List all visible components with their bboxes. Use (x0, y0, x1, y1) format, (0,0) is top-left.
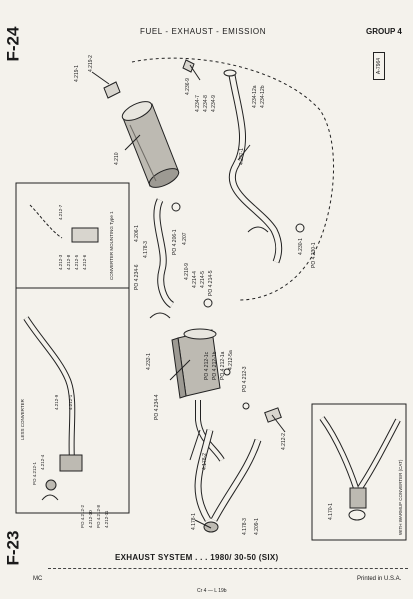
part-label: 4.212-7 (58, 204, 63, 220)
clamp-3 (295, 223, 305, 233)
part-label: 4.234-8 (203, 95, 209, 112)
part-label: 4.236-9 (185, 78, 191, 95)
part-label: PO 4.212-2 (80, 504, 85, 528)
part-label: PO 4.206-1 (172, 229, 178, 255)
part-label: 4.212-6 (82, 254, 87, 270)
page-title: FUEL - EXHAUST - EMISSION (140, 27, 267, 36)
converter-mounting-bracket (71, 227, 99, 243)
part-label: 4.178-3 (242, 518, 248, 535)
u-clamp-2 (247, 226, 269, 233)
part-label: 4.212-1 (68, 394, 73, 410)
part-label: 4.214-5 (200, 271, 206, 288)
catalytic-converter (171, 328, 221, 399)
less-converter-pipe (23, 316, 76, 461)
clamp-2 (203, 298, 213, 308)
warmup-converter-label: WITH WARMUP CONVERTER (CAT) (398, 459, 403, 535)
diagram-caption: EXHAUST SYSTEM . . . 1980/ 30-50 (SIX) (115, 553, 279, 562)
nut-2 (242, 402, 250, 410)
part-label: 4.178-2 (202, 453, 208, 470)
part-label: 4.234-9 (211, 95, 217, 112)
part-label: 4.210 (114, 152, 120, 165)
part-label: 4.212-8 (66, 254, 71, 270)
part-label: 4.219-1 (74, 65, 80, 82)
flange-bracket (264, 407, 282, 423)
part-label: 4.234-7 (195, 95, 201, 112)
exhaust-flange (203, 521, 219, 533)
part-label: 4.210-9 (184, 263, 190, 280)
hanger-bracket-1 (103, 81, 121, 99)
u-bolt-nut (45, 479, 57, 491)
part-label: PO 4.212-1 (32, 461, 37, 485)
part-label: 4.232-1 (146, 353, 152, 370)
caption-rule (48, 568, 408, 569)
warmup-flange (348, 509, 366, 521)
part-label: 4.212-9 (54, 394, 59, 410)
part-label: PO 4.212-3 (242, 366, 248, 392)
part-label: 4.212-10 (88, 510, 93, 528)
less-converter-label: LESS CONVERTER (20, 398, 25, 440)
part-label: 4.219-2 (88, 55, 94, 72)
part-label: PO 4.234-4 (154, 394, 160, 420)
less-converter-inset (15, 287, 130, 514)
part-label: 4.178-1 (191, 513, 197, 530)
part-label: PO 4.212-1b (212, 351, 218, 380)
muffler (121, 101, 180, 188)
tail-pipe-end (223, 69, 237, 77)
warmup-converter-body (349, 487, 367, 509)
part-label: PO 4.230-1 (311, 242, 317, 268)
illustration-id-box: A-7964 (373, 52, 385, 80)
less-converter-flange (59, 454, 83, 472)
mounting-frame-outline (29, 204, 63, 239)
clamp-1 (171, 202, 181, 212)
footer-right: Printed in U.S.A. (357, 576, 402, 582)
frame-reference-line (131, 57, 334, 301)
part-label: 4.234-12b (260, 85, 266, 108)
part-label: 4.207 (182, 232, 188, 245)
part-label: 4.178-3 (143, 241, 149, 258)
part-label: 4.212-3 (58, 254, 63, 270)
footer-center: Cr 4 — L 19b (197, 588, 227, 594)
footer-left: MC (33, 576, 43, 582)
part-label: 4.212-11 (104, 510, 109, 528)
u-bolt (41, 494, 59, 501)
u-clamp-1 (149, 312, 171, 319)
part-label: 4.209-1 (254, 518, 260, 535)
hanger-bracket-2 (182, 59, 195, 73)
part-label: PO 4.212-1c (204, 351, 210, 380)
converter-mounting-label: CONVERTER MOUNTING Type 1 (109, 211, 114, 280)
group-label: GROUP 4 (366, 27, 402, 36)
part-label: PO 4.212-8 (96, 504, 101, 528)
part-label: 4.230-1 (298, 238, 304, 255)
part-label: 4.212-4 (40, 454, 45, 470)
part-label: 4.206-1 (134, 225, 140, 242)
part-label: 4.170-1 (328, 503, 334, 520)
part-label: 4.234-12a (252, 85, 258, 108)
part-label: 4.212-2 (281, 433, 287, 450)
part-label: 4.212-5 (74, 254, 79, 270)
part-label: 4.212-5a (228, 350, 234, 370)
nut-1 (223, 368, 231, 376)
part-label: 4.214-4 (192, 271, 198, 288)
part-label: PO 4.212-1a (220, 351, 226, 380)
part-label: PO 4.234-6 (134, 264, 140, 290)
part-label: PO 4.214-5 (208, 270, 214, 296)
part-label: 4.227-1 (239, 148, 245, 165)
warmup-converter-inset (311, 403, 407, 541)
